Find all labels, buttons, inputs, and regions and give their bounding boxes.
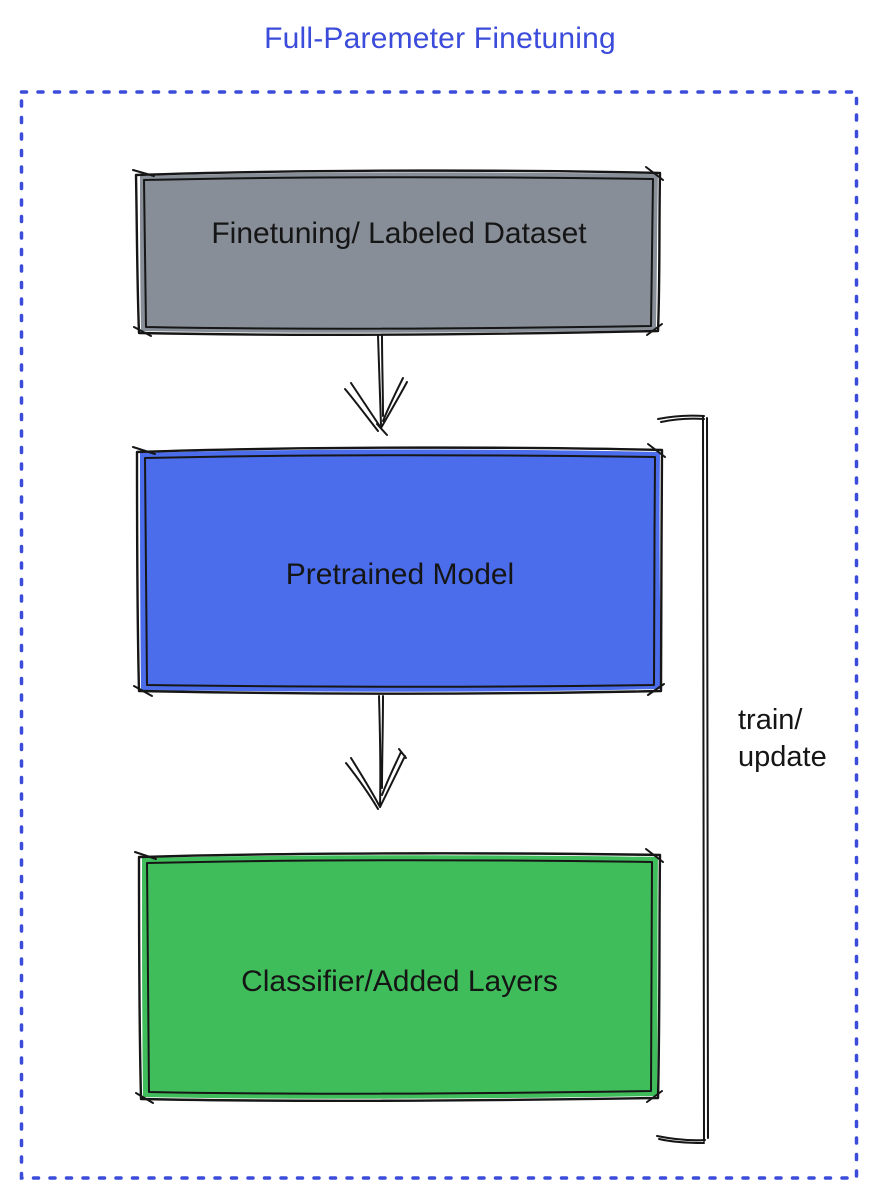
pretrained-model-box-outline xyxy=(135,446,664,695)
pretrained-model-box-fill xyxy=(140,449,661,692)
classifier-added-layers-box-fill xyxy=(142,855,658,1099)
finetuning-dataset-box xyxy=(132,166,664,337)
finetuning-dataset-box-outline xyxy=(134,169,662,336)
arrow-pretrained-to-classifier xyxy=(345,695,407,810)
classifier-added-layers-box-outline xyxy=(137,852,662,1103)
finetuning-dataset-box-fill xyxy=(140,172,658,333)
pretrained-model-box-outline-sketch xyxy=(144,454,656,688)
finetuning-dataset-box-corner-ticks xyxy=(132,166,664,337)
arrow-dataset-to-pretrained xyxy=(344,334,408,436)
arrow-shaft xyxy=(377,334,384,426)
finetuning-dataset-box-outline-sketch xyxy=(143,176,654,330)
pretrained-model-box xyxy=(132,443,666,697)
classifier-added-layers-box-outline-sketch xyxy=(146,859,653,1095)
classifier-added-layers-box-corner-ticks xyxy=(134,848,664,1104)
bracket-vertical-line xyxy=(702,415,709,1142)
bracket-bottom-tick xyxy=(656,1135,706,1144)
bracket-top-tick xyxy=(657,414,705,423)
arrow-head xyxy=(345,748,407,810)
train-update-label: train/ update xyxy=(738,704,827,773)
pretrained-model-box-corner-ticks xyxy=(132,443,666,697)
dashed-boundary xyxy=(19,90,859,1180)
arrow-head xyxy=(344,377,408,436)
classifier-added-layers-box xyxy=(134,848,664,1104)
train-update-bracket xyxy=(656,414,709,1144)
arrow-shaft xyxy=(378,695,384,806)
diagram-title: Full-Paremeter Finetuning xyxy=(264,22,616,55)
